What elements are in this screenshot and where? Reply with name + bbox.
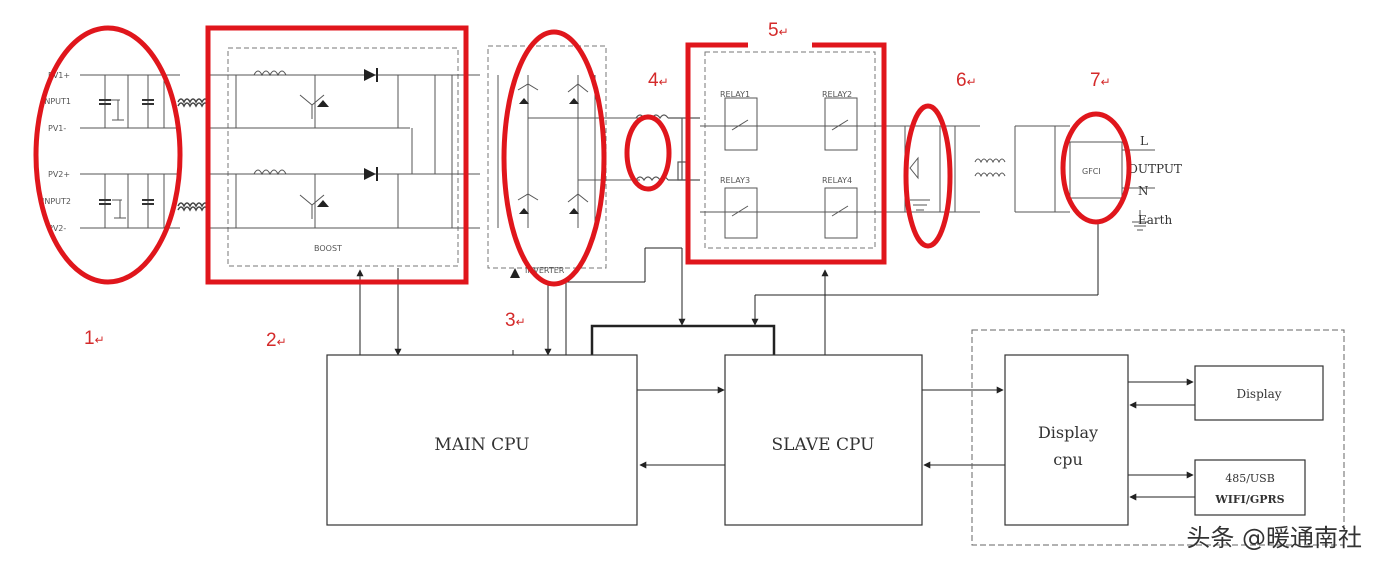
inverter-feedback-arrow — [510, 268, 520, 278]
boost-diodes — [317, 68, 378, 207]
display-dashed-box — [971, 329, 1345, 546]
label-relay2: RELAY2 — [822, 90, 852, 99]
label-relay4: RELAY4 — [822, 176, 852, 185]
marker-7: 7↵ — [1090, 70, 1111, 91]
marker-5: 5↵ — [768, 20, 789, 41]
marker-2: 2↵ — [266, 330, 287, 351]
label-main-cpu: MAIN CPU — [434, 435, 529, 455]
label-comm-1: 485/USB — [1225, 472, 1275, 485]
label-comm-2: WIFI/GPRS — [1214, 493, 1284, 506]
label-display: Display — [1236, 387, 1281, 401]
label-pv2-minus: PV2- — [48, 224, 66, 233]
highlight-1 — [33, 25, 183, 285]
pv-input-section — [80, 74, 180, 229]
marker-3: 3↵ — [505, 310, 526, 331]
inverter-bridge — [497, 75, 640, 228]
highlight-3 — [501, 29, 607, 287]
label-pv1-minus: PV1- — [48, 124, 66, 133]
label-inverter: INVERTER — [525, 266, 565, 275]
marker-4: 4↵ — [648, 70, 669, 91]
label-gfci: GFCI — [1082, 167, 1101, 176]
label-slave-cpu: SLAVE CPU — [772, 435, 875, 455]
label-earth: Earth — [1138, 213, 1172, 227]
relay-circuit — [700, 97, 980, 239]
relay-dashed-box — [704, 51, 876, 249]
label-input2: INPUT2 — [42, 197, 71, 206]
label-output-n: N — [1138, 184, 1149, 198]
input-caps — [99, 99, 154, 205]
bus-bar — [590, 324, 776, 358]
highlight-5 — [685, 42, 887, 265]
highlight-7 — [1060, 111, 1132, 225]
label-display-cpu-2: cpu — [1053, 450, 1083, 469]
emi-filter — [904, 125, 1155, 231]
highlight-4 — [624, 114, 672, 192]
watermark: 头条 @暖通南社 — [1186, 524, 1362, 552]
label-boost: BOOST — [314, 244, 342, 253]
label-relay3: RELAY3 — [720, 176, 750, 185]
display-cpu-block: Display cpu — [1004, 354, 1129, 526]
slave-cpu-block: SLAVE CPU — [724, 354, 923, 526]
boost-circuit — [210, 70, 480, 229]
display-block: Display — [1194, 365, 1324, 421]
highlight-2 — [205, 25, 469, 285]
red-highlights — [33, 25, 1132, 287]
inverter-switches — [519, 98, 579, 214]
input-chokes — [177, 98, 209, 212]
highlight-6 — [903, 103, 953, 249]
label-input1: INPUT1 — [42, 97, 71, 106]
label-relay1: RELAY1 — [720, 90, 750, 99]
comm-block: 485/USB WIFI/GPRS — [1194, 459, 1306, 516]
label-pv1-plus: PV1+ — [48, 71, 70, 80]
main-cpu-block: MAIN CPU — [326, 354, 638, 526]
marker-6: 6↵ — [956, 70, 977, 91]
label-output: OUTPUT — [1128, 162, 1182, 176]
label-pv2-plus: PV2+ — [48, 170, 70, 179]
boost-dashed-box — [227, 47, 459, 267]
label-display-cpu-1: Display — [1038, 423, 1098, 442]
control-wiring — [356, 220, 1195, 501]
marker-1: 1↵ — [84, 328, 105, 349]
label-output-l: L — [1140, 134, 1148, 148]
